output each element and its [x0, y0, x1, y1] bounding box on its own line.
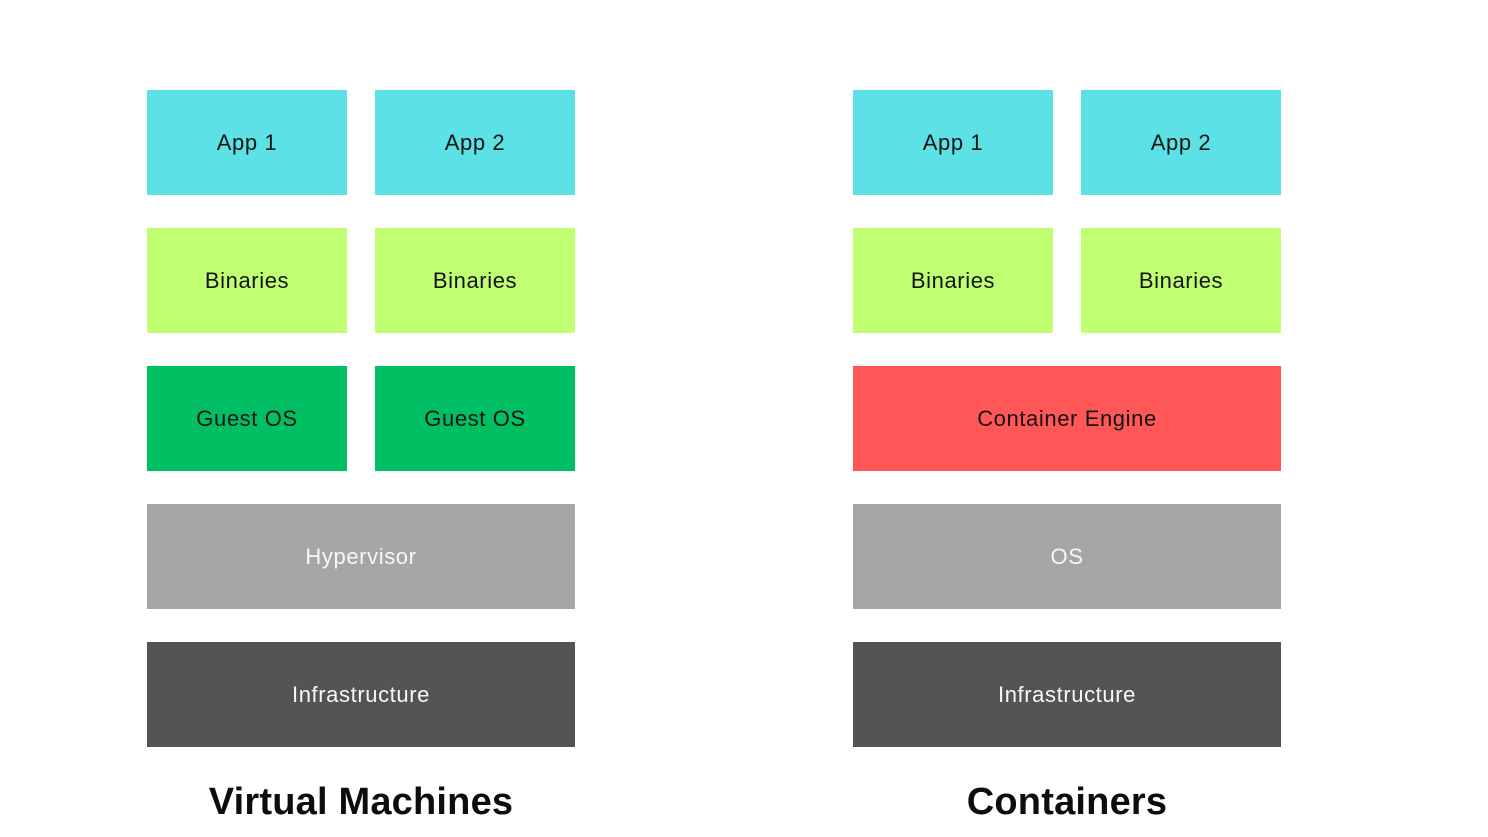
containers-os-row: OS: [853, 504, 1281, 609]
containers-apps-row: App 1 App 2: [853, 90, 1281, 195]
container-engine-row: Container Engine: [853, 366, 1281, 471]
containers-app-1-box: App 1: [853, 90, 1053, 195]
vm-app-2-box: App 2: [375, 90, 575, 195]
containers-os-box: OS: [853, 504, 1281, 609]
containers-binaries-row: Binaries Binaries: [853, 228, 1281, 333]
containers-stack-title: Containers: [966, 781, 1168, 823]
vm-guest-os-row: Guest OS Guest OS: [147, 366, 575, 471]
container-engine-box: Container Engine: [853, 366, 1281, 471]
containers-stack: App 1 App 2 Binaries Binaries Container …: [853, 90, 1281, 837]
containers-infrastructure-row: Infrastructure: [853, 642, 1281, 747]
vm-app-1-box: App 1: [147, 90, 347, 195]
vm-binaries-1-box: Binaries: [147, 228, 347, 333]
containers-infrastructure-box: Infrastructure: [853, 642, 1281, 747]
vm-guest-os-2-box: Guest OS: [375, 366, 575, 471]
containers-app-2-box: App 2: [1081, 90, 1281, 195]
vm-infrastructure-box: Infrastructure: [147, 642, 575, 747]
vm-binaries-row: Binaries Binaries: [147, 228, 575, 333]
vm-binaries-2-box: Binaries: [375, 228, 575, 333]
vm-guest-os-1-box: Guest OS: [147, 366, 347, 471]
vm-hypervisor-box: Hypervisor: [147, 504, 575, 609]
containers-binaries-2-box: Binaries: [1081, 228, 1281, 333]
vm-apps-row: App 1 App 2: [147, 90, 575, 195]
containers-binaries-1-box: Binaries: [853, 228, 1053, 333]
vm-infrastructure-row: Infrastructure: [147, 642, 575, 747]
vm-stack: App 1 App 2 Binaries Binaries Guest OS G…: [147, 90, 575, 837]
vm-stack-title: Virtual Machines: [208, 781, 514, 823]
vm-hypervisor-row: Hypervisor: [147, 504, 575, 609]
